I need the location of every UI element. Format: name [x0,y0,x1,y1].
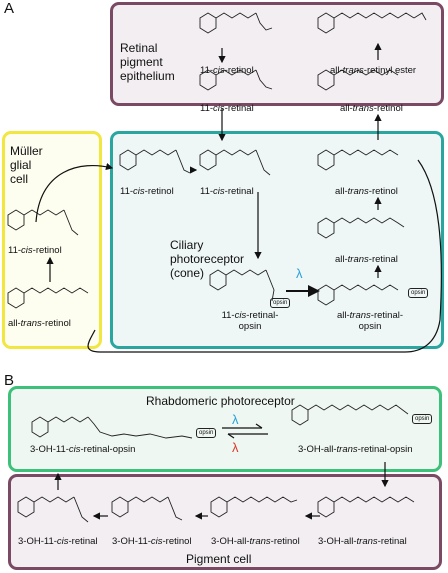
rhabdomeric-compartment [8,386,442,472]
molecule-pr-11cis-retinal [199,149,271,176]
retinoid-structures [7,12,427,523]
molecule-pr-alltrans-retinol [317,149,399,171]
pr-11cis-retinal-label: 11-cis-retinal [200,186,254,197]
oh-alltrans-retinol-label: 3-OH-all-trans-retinol [211,536,300,547]
molecule-oh-alltrans-retinol [210,496,298,518]
molecule-pr-11cis-opsin [209,269,275,302]
reaction-arrows-a [35,42,442,353]
oh-11cis-retinal-label: 3-OH-11-cis-retinal [18,536,98,547]
pr-alltrans-retinol-label: all-trans-retinol [335,186,398,197]
m-alltrans-retinol-label: all-trans-retinol [8,318,71,329]
reaction-arrows-b [54,423,389,520]
molecule-oh-11cis-retinal [17,496,89,523]
panel-a-label: A [4,0,15,17]
oh-alltrans-opsin-label: 3-OH-all-trans-retinal-opsin [298,444,413,455]
opsin-tag-alltrans: opsin [408,288,429,298]
molecule-oh-11cis-retinol [111,496,183,521]
lambda-blue: λ [232,412,239,427]
pr-11cis-retinol-label: 11-cis-retinol [120,186,174,197]
molecule-rpe-retinyl-ester [317,12,427,34]
molecule-pr-11cis-retinol [119,149,191,174]
pr-alltrans-opsin-label: all-trans-retinal-opsin [337,310,403,332]
oh-11cis-retinol-label: 3-OH-11-cis-retinol [112,536,192,547]
molecule-rpe-11cis-retinol [199,12,273,34]
oh-alltrans-retinal-label: 3-OH-all-trans-retinal [318,536,407,547]
rpe-alltrans-retinol-label: all-trans-retinol [340,103,403,114]
lambda-a: λ [296,266,303,281]
molecule-pr-alltrans-retinal [317,217,405,239]
photoreceptor-compartment [110,131,444,349]
molecule-rpe-11cis-retinal [199,69,273,91]
pr-alltrans-retinal-label: all-trans-retinal [335,254,398,265]
molecule-oh-alltrans-retinal [317,496,415,518]
pr-11cis-opsin-label: 11-cis-retinal-opsin [221,310,279,332]
molecule-oh-11cis-opsin [31,416,193,439]
opsin-tag-oh-11cis: opsin [196,428,217,438]
molecule-oh-alltrans-opsin [291,404,409,426]
oh-11cis-opsin-label: 3-OH-11-cis-retinal-opsin [30,444,136,455]
pigment-cell-compartment [8,474,442,570]
molecule-m-alltrans-retinol [7,287,89,309]
molecule-m-11cis-retinol [7,209,79,236]
m-11cis-retinol-label: 11-cis-retinol [8,245,62,256]
rhabdomeric-title: Rhabdomeric photoreceptor [146,394,295,408]
pigment-cell-title: Pigment cell [186,552,252,566]
opsin-tag-oh-alltrans: opsin [412,414,433,424]
rpe-11cis-retinal-label-b: 11-cis-retinal [200,103,254,114]
opsin-tag-11cis: opsin [270,298,291,308]
molecule-pr-alltrans-opsin [317,284,399,306]
rpe-compartment [110,2,444,106]
muller-compartment [2,131,102,349]
lambda-red: λ [232,440,239,455]
panel-b-label: B [4,372,15,389]
molecule-rpe-alltrans-retinol [317,69,399,91]
